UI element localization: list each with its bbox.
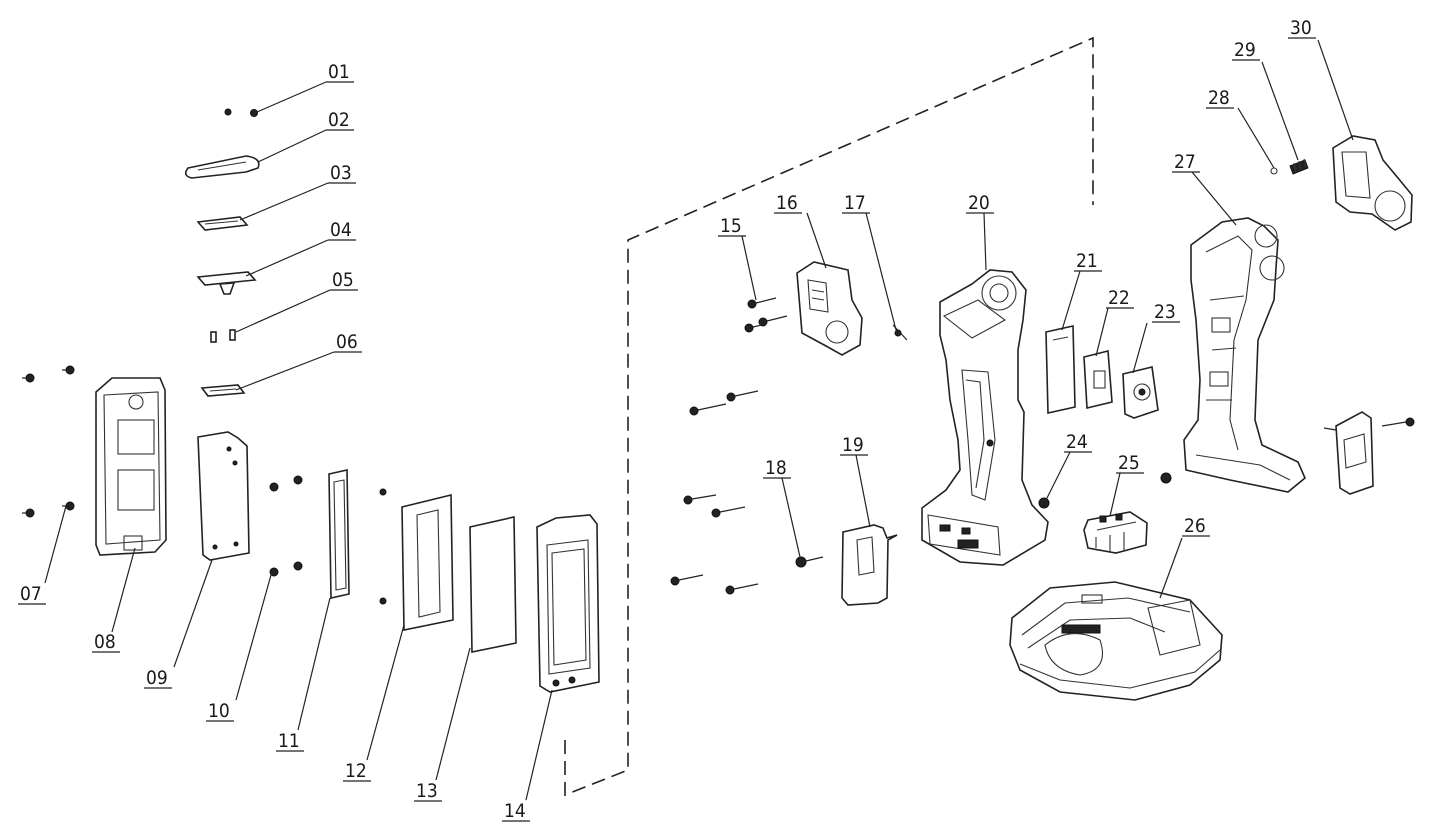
label-09: 09 bbox=[146, 667, 168, 689]
part-12-gasket bbox=[401, 493, 454, 631]
label-20: 20 bbox=[968, 192, 990, 214]
label-01: 01 bbox=[328, 61, 350, 83]
label-11: 11 bbox=[278, 730, 300, 752]
part-20-handle-housing bbox=[921, 269, 1049, 566]
screw-small bbox=[379, 597, 387, 605]
label-10: 10 bbox=[208, 700, 230, 722]
part-02-bracket bbox=[184, 155, 260, 179]
nut bbox=[1160, 472, 1172, 484]
screw-small bbox=[379, 488, 387, 496]
leader-lines bbox=[44, 39, 1354, 801]
label-26: 26 bbox=[1184, 515, 1206, 537]
part-16-cover bbox=[796, 261, 863, 356]
assembly-dashed-line bbox=[564, 36, 1094, 797]
label-16: 16 bbox=[776, 192, 798, 214]
part-24-nut bbox=[1038, 497, 1050, 509]
part-13-panel bbox=[469, 516, 517, 653]
part-26-battery bbox=[1009, 581, 1223, 701]
part-05-pins bbox=[210, 329, 236, 343]
label-05: 05 bbox=[332, 269, 354, 291]
label-21: 21 bbox=[1076, 250, 1098, 272]
part-27-handle-housing-half bbox=[1183, 217, 1306, 493]
label-19: 19 bbox=[842, 434, 864, 456]
label-22: 22 bbox=[1108, 287, 1130, 309]
part-30-cover bbox=[1332, 135, 1413, 231]
label-29: 29 bbox=[1234, 39, 1256, 61]
part-11-strip bbox=[328, 469, 350, 599]
part-19-clip bbox=[841, 524, 898, 606]
part-23-switch bbox=[1122, 366, 1159, 419]
label-27: 27 bbox=[1174, 151, 1196, 173]
label-06: 06 bbox=[336, 331, 358, 353]
label-03: 03 bbox=[330, 162, 352, 184]
part-labels: 01 02 03 04 05 06 07 08 09 10 11 12 13 1… bbox=[20, 17, 1312, 822]
part-09-frame bbox=[197, 431, 250, 561]
part-28-pin bbox=[1270, 167, 1278, 175]
part-18-nut bbox=[795, 556, 824, 568]
label-underlines bbox=[18, 37, 1316, 822]
part-29-spring bbox=[1289, 158, 1309, 175]
part-03-plate bbox=[196, 216, 249, 231]
label-23: 23 bbox=[1154, 301, 1176, 323]
label-07: 07 bbox=[20, 583, 42, 605]
part-25-terminal bbox=[1083, 511, 1148, 554]
label-24: 24 bbox=[1066, 431, 1088, 453]
part-07-screws bbox=[22, 365, 75, 518]
part-10-screws bbox=[269, 475, 303, 577]
part-22-switch bbox=[1083, 349, 1113, 410]
label-04: 04 bbox=[330, 219, 352, 241]
label-30: 30 bbox=[1290, 17, 1312, 39]
clip-right bbox=[1323, 411, 1415, 495]
label-08: 08 bbox=[94, 631, 116, 653]
part-01-screws bbox=[224, 108, 258, 117]
label-12: 12 bbox=[345, 760, 367, 782]
label-28: 28 bbox=[1208, 87, 1230, 109]
label-13: 13 bbox=[416, 780, 438, 802]
part-21-plate bbox=[1045, 325, 1076, 414]
label-15: 15 bbox=[720, 215, 742, 237]
part-15-screws bbox=[744, 297, 788, 333]
label-18: 18 bbox=[765, 457, 787, 479]
part-14-display-cover bbox=[536, 514, 600, 693]
screws-mid bbox=[670, 390, 759, 595]
label-02: 02 bbox=[328, 109, 350, 131]
label-14: 14 bbox=[504, 800, 526, 822]
label-25: 25 bbox=[1118, 452, 1140, 474]
label-17: 17 bbox=[844, 192, 866, 214]
part-06-pcb bbox=[200, 384, 246, 397]
part-04-switch bbox=[196, 271, 257, 295]
part-08-housing bbox=[95, 377, 167, 556]
